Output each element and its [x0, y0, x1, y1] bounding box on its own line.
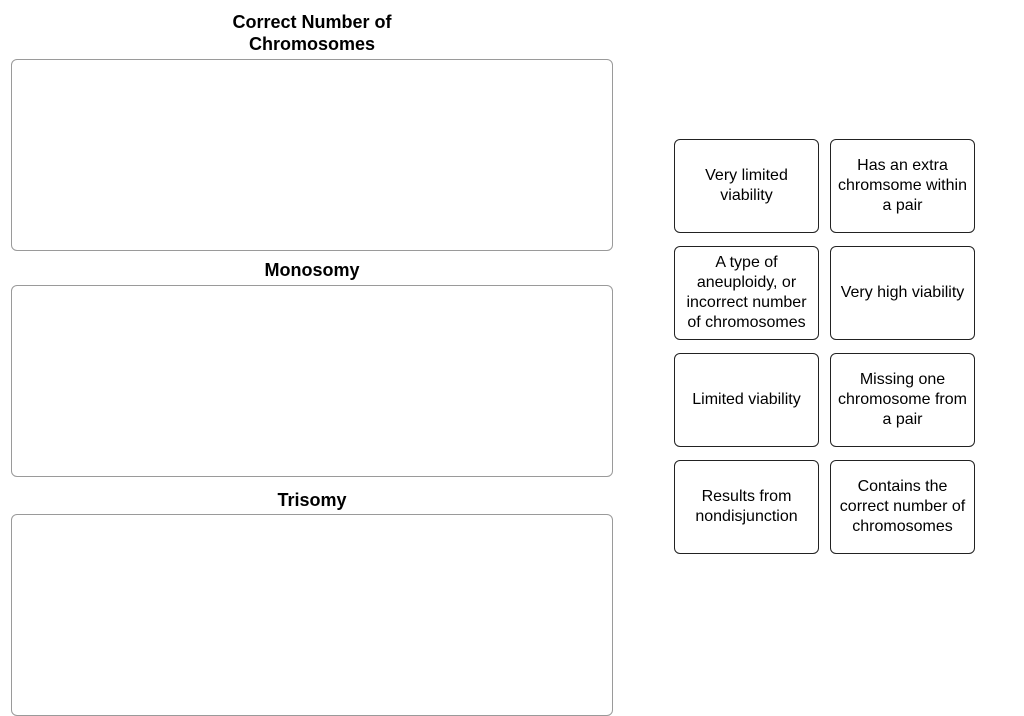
- draggable-card[interactable]: Very high viability: [830, 246, 975, 340]
- category-title-correct-number: Correct Number of Chromosomes: [232, 12, 392, 54]
- draggable-card[interactable]: Contains the correct number of chromosom…: [830, 460, 975, 554]
- draggable-card[interactable]: Limited viability: [674, 353, 819, 447]
- drop-zone-trisomy[interactable]: [11, 514, 613, 716]
- category-title-monosomy: Monosomy: [264, 260, 360, 280]
- draggable-card[interactable]: A type of aneuploidy, or incorrect numbe…: [674, 246, 819, 340]
- drop-zone-correct-number[interactable]: [11, 59, 613, 251]
- draggable-card[interactable]: Missing one chromosome from a pair: [830, 353, 975, 447]
- category-title-trisomy: Trisomy: [277, 490, 347, 510]
- draggable-card[interactable]: Very limited viability: [674, 139, 819, 233]
- draggable-card[interactable]: Results from nondisjunction: [674, 460, 819, 554]
- drop-zone-monosomy[interactable]: [11, 285, 613, 477]
- draggable-card[interactable]: Has an extra chromsome within a pair: [830, 139, 975, 233]
